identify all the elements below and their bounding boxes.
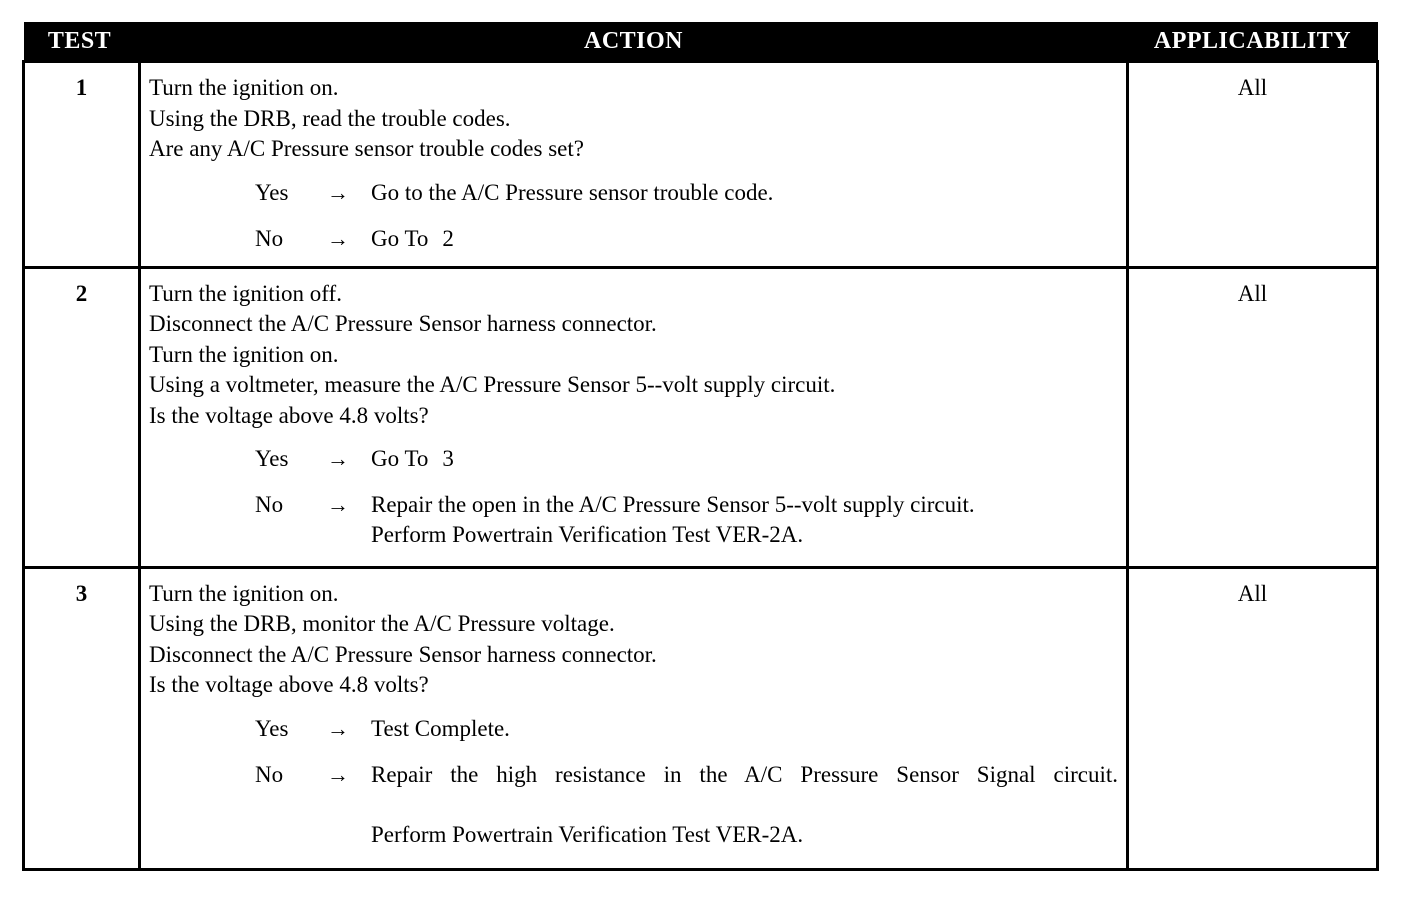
branch-yes: Yes → Test Complete. — [149, 714, 1118, 744]
instruction-line: Using the DRB, read the trouble codes. — [149, 105, 511, 131]
test-number-cell: 1 — [22, 60, 141, 269]
branch-no: No → Go To 2 — [149, 224, 1118, 254]
instruction-list: Turn the ignition on. Using the DRB, moni… — [149, 579, 1118, 701]
branch-label: No — [255, 761, 284, 787]
goto-test-number[interactable]: 3 — [442, 446, 454, 471]
arrow-right-icon: → — [327, 225, 349, 251]
instruction-line: Turn the ignition on. — [149, 580, 339, 606]
branch-result-line: Test Complete. — [371, 715, 510, 741]
branch-result: Go to the A/C Pressure sensor trouble co… — [371, 178, 1118, 208]
branch-group: Yes → Test Complete. No → Repair the high res… — [149, 714, 1118, 850]
arrow-right-icon: → — [327, 715, 349, 741]
table-row: 2 Turn the ignition off. Disconnect the A/… — [22, 265, 1379, 569]
applicability-cell: All — [1126, 265, 1379, 569]
branch-yes: Yes → Go To 3 — [149, 444, 1118, 474]
branch-label: Yes — [255, 179, 289, 205]
test-number-cell: 3 — [22, 565, 141, 871]
instruction-line: Disconnect the A/C Pressure Sensor harne… — [149, 641, 657, 667]
column-header-action: ACTION — [139, 22, 1128, 62]
instruction-line: Turn the ignition on. — [149, 341, 339, 367]
table-header-row: TEST ACTION APPLICABILITY — [23, 22, 1378, 62]
branch-result-line: Go To 2 — [371, 224, 1118, 254]
instruction-line: Using the DRB, monitor the A/C Pressure … — [149, 611, 615, 636]
branch-yes: Yes → Go to the A/C Pressure sensor troubl… — [149, 178, 1118, 208]
instruction-line: Turn the ignition on. — [149, 75, 339, 100]
branch-result-line: Go To 3 — [371, 444, 1118, 474]
branch-label: Yes — [255, 446, 289, 471]
goto-label: Go To — [371, 446, 429, 471]
instruction-line: Turn the ignition off. — [149, 280, 342, 306]
branch-no: No → Repair the high resistance in the A/C… — [149, 760, 1118, 850]
instruction-line: Disconnect the A/C Pressure Sensor harne… — [149, 311, 657, 336]
branch-result-line: Go to the A/C Pressure sensor trouble co… — [371, 179, 774, 205]
branch-no: No → Repair the open in the A/C Pressure S… — [149, 490, 1118, 550]
goto-test-number[interactable]: 2 — [442, 225, 454, 251]
arrow-right-icon: → — [327, 492, 349, 517]
branch-result: Go To 2 — [371, 224, 1118, 254]
branch-result-line: Perform Powertrain Verification Test VER… — [371, 821, 804, 847]
branch-result: Test Complete. — [371, 714, 1118, 744]
instruction-line: Is the voltage above 4.8 volts? — [149, 402, 429, 428]
test-number-cell: 2 — [22, 265, 141, 569]
arrow-right-icon: → — [327, 761, 349, 787]
branch-result-line: Repair the high resistance in the A/C Pr… — [371, 761, 1118, 787]
branch-label: No — [255, 492, 284, 517]
instruction-line: Are any A/C Pressure sensor trouble code… — [149, 136, 584, 161]
branch-result-line: Repair the open in the A/C Pressure Sens… — [371, 492, 975, 517]
table-row: 1 Turn the ignition on. Using the DRB, rea… — [22, 60, 1379, 269]
arrow-right-icon: → — [327, 179, 349, 205]
instruction-list: Turn the ignition off. Disconnect the A/C… — [149, 279, 1118, 432]
branch-label: No — [255, 225, 284, 251]
instruction-list: Turn the ignition on. Using the DRB, read… — [149, 73, 1118, 165]
applicability-cell: All — [1126, 60, 1379, 269]
branch-result: Repair the open in the A/C Pressure Sens… — [371, 490, 1118, 550]
table-header: TEST ACTION APPLICABILITY — [23, 22, 1378, 62]
action-cell: Turn the ignition on. Using the DRB, read… — [138, 60, 1129, 269]
arrow-right-icon: → — [327, 446, 349, 471]
column-header-test: TEST — [23, 22, 140, 62]
action-cell: Turn the ignition on. Using the DRB, moni… — [138, 565, 1129, 871]
action-cell: Turn the ignition off. Disconnect the A/C… — [138, 265, 1129, 569]
branch-result-line: Perform Powertrain Verification Test VER… — [371, 522, 804, 547]
goto-label: Go To — [371, 225, 429, 251]
instruction-line: Is the voltage above 4.8 volts? — [149, 672, 429, 697]
applicability-cell: All — [1126, 565, 1379, 871]
branch-group: Yes → Go to the A/C Pressure sensor troubl… — [149, 178, 1118, 254]
branch-result: Repair the high resistance in the A/C Pr… — [371, 760, 1118, 850]
branch-label: Yes — [255, 715, 289, 741]
table-row: 3 Turn the ignition on. Using the DRB, mon… — [22, 565, 1379, 871]
instruction-line: Using a voltmeter, measure the A/C Press… — [149, 372, 836, 397]
column-header-applicability: APPLICABILITY — [1127, 22, 1378, 62]
branch-result: Go To 3 — [371, 444, 1118, 474]
